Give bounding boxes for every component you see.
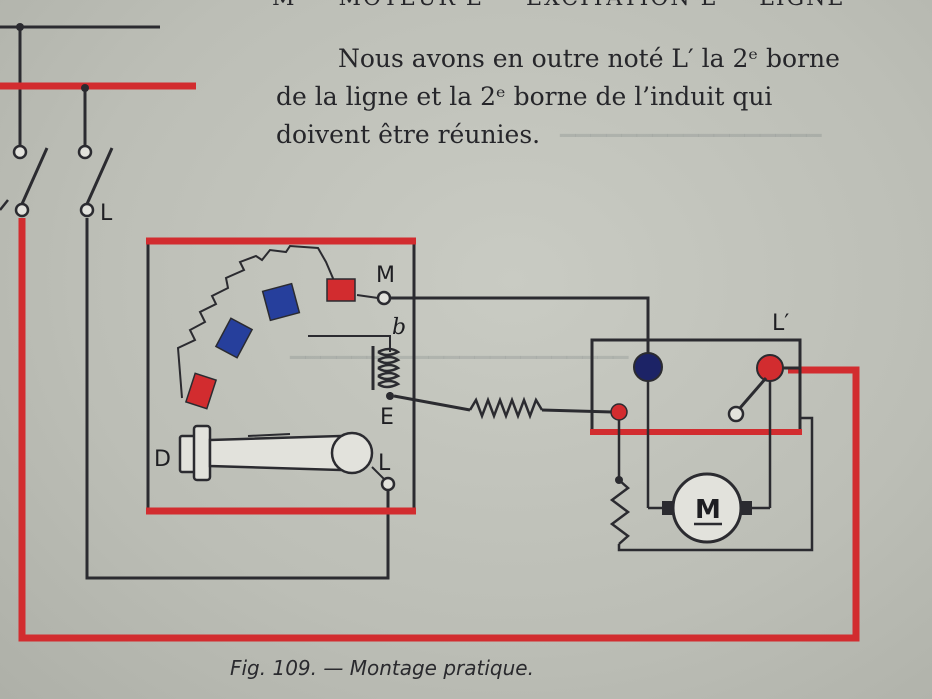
field-rheostat: [393, 394, 613, 420]
holding-coil: [377, 347, 401, 389]
switch-label-l: L: [100, 201, 113, 226]
paragraph-line: de la ligne et la 2ᵉ borne de l’induit q…: [276, 82, 773, 111]
contact-stud-red: [326, 278, 356, 302]
terminal-box: L′: [590, 311, 802, 435]
line-terminal-lprime: [756, 354, 784, 382]
body-paragraph: Nous avons en outre noté L′ la 2ᵉ borne …: [276, 40, 916, 154]
supply-lines: [0, 23, 196, 148]
terminal-m: [376, 290, 392, 306]
armature-terminal: [633, 352, 663, 382]
contact-stud-red: [184, 372, 218, 410]
paragraph-line: Nous avons en outre noté L′ la 2ᵉ borne: [338, 44, 840, 73]
terminal-label-lprime: L′: [772, 311, 789, 336]
paragraph-line: doivent être réunies.: [276, 120, 541, 149]
double-pole-switch: L: [0, 144, 114, 226]
terminal-label-b: b: [392, 315, 406, 340]
terminal-label-e: E: [380, 405, 394, 430]
motor-circuit: M: [609, 381, 814, 552]
terminal-label-m: M: [376, 263, 395, 288]
handle-label-d: D: [154, 447, 171, 472]
terminal-label-l: L: [378, 451, 391, 476]
motor-label: M: [695, 495, 721, 525]
starter-box: M b E D L: [146, 237, 416, 515]
starter-handle: [178, 424, 374, 482]
wire-m: [390, 296, 650, 356]
figure-caption: Fig. 109. — Montage pratique.: [230, 656, 534, 680]
contact-stud-blue: [261, 282, 301, 322]
header-line-cut: M — MOTEUR E — EXCITATION L — LIGNE: [272, 0, 845, 11]
motor: [671, 472, 743, 544]
return-wires: [18, 218, 860, 642]
field-winding: [609, 479, 631, 545]
terminal-l: [380, 476, 396, 492]
field-terminal: [610, 403, 628, 421]
contact-stud-blue: [214, 317, 254, 359]
